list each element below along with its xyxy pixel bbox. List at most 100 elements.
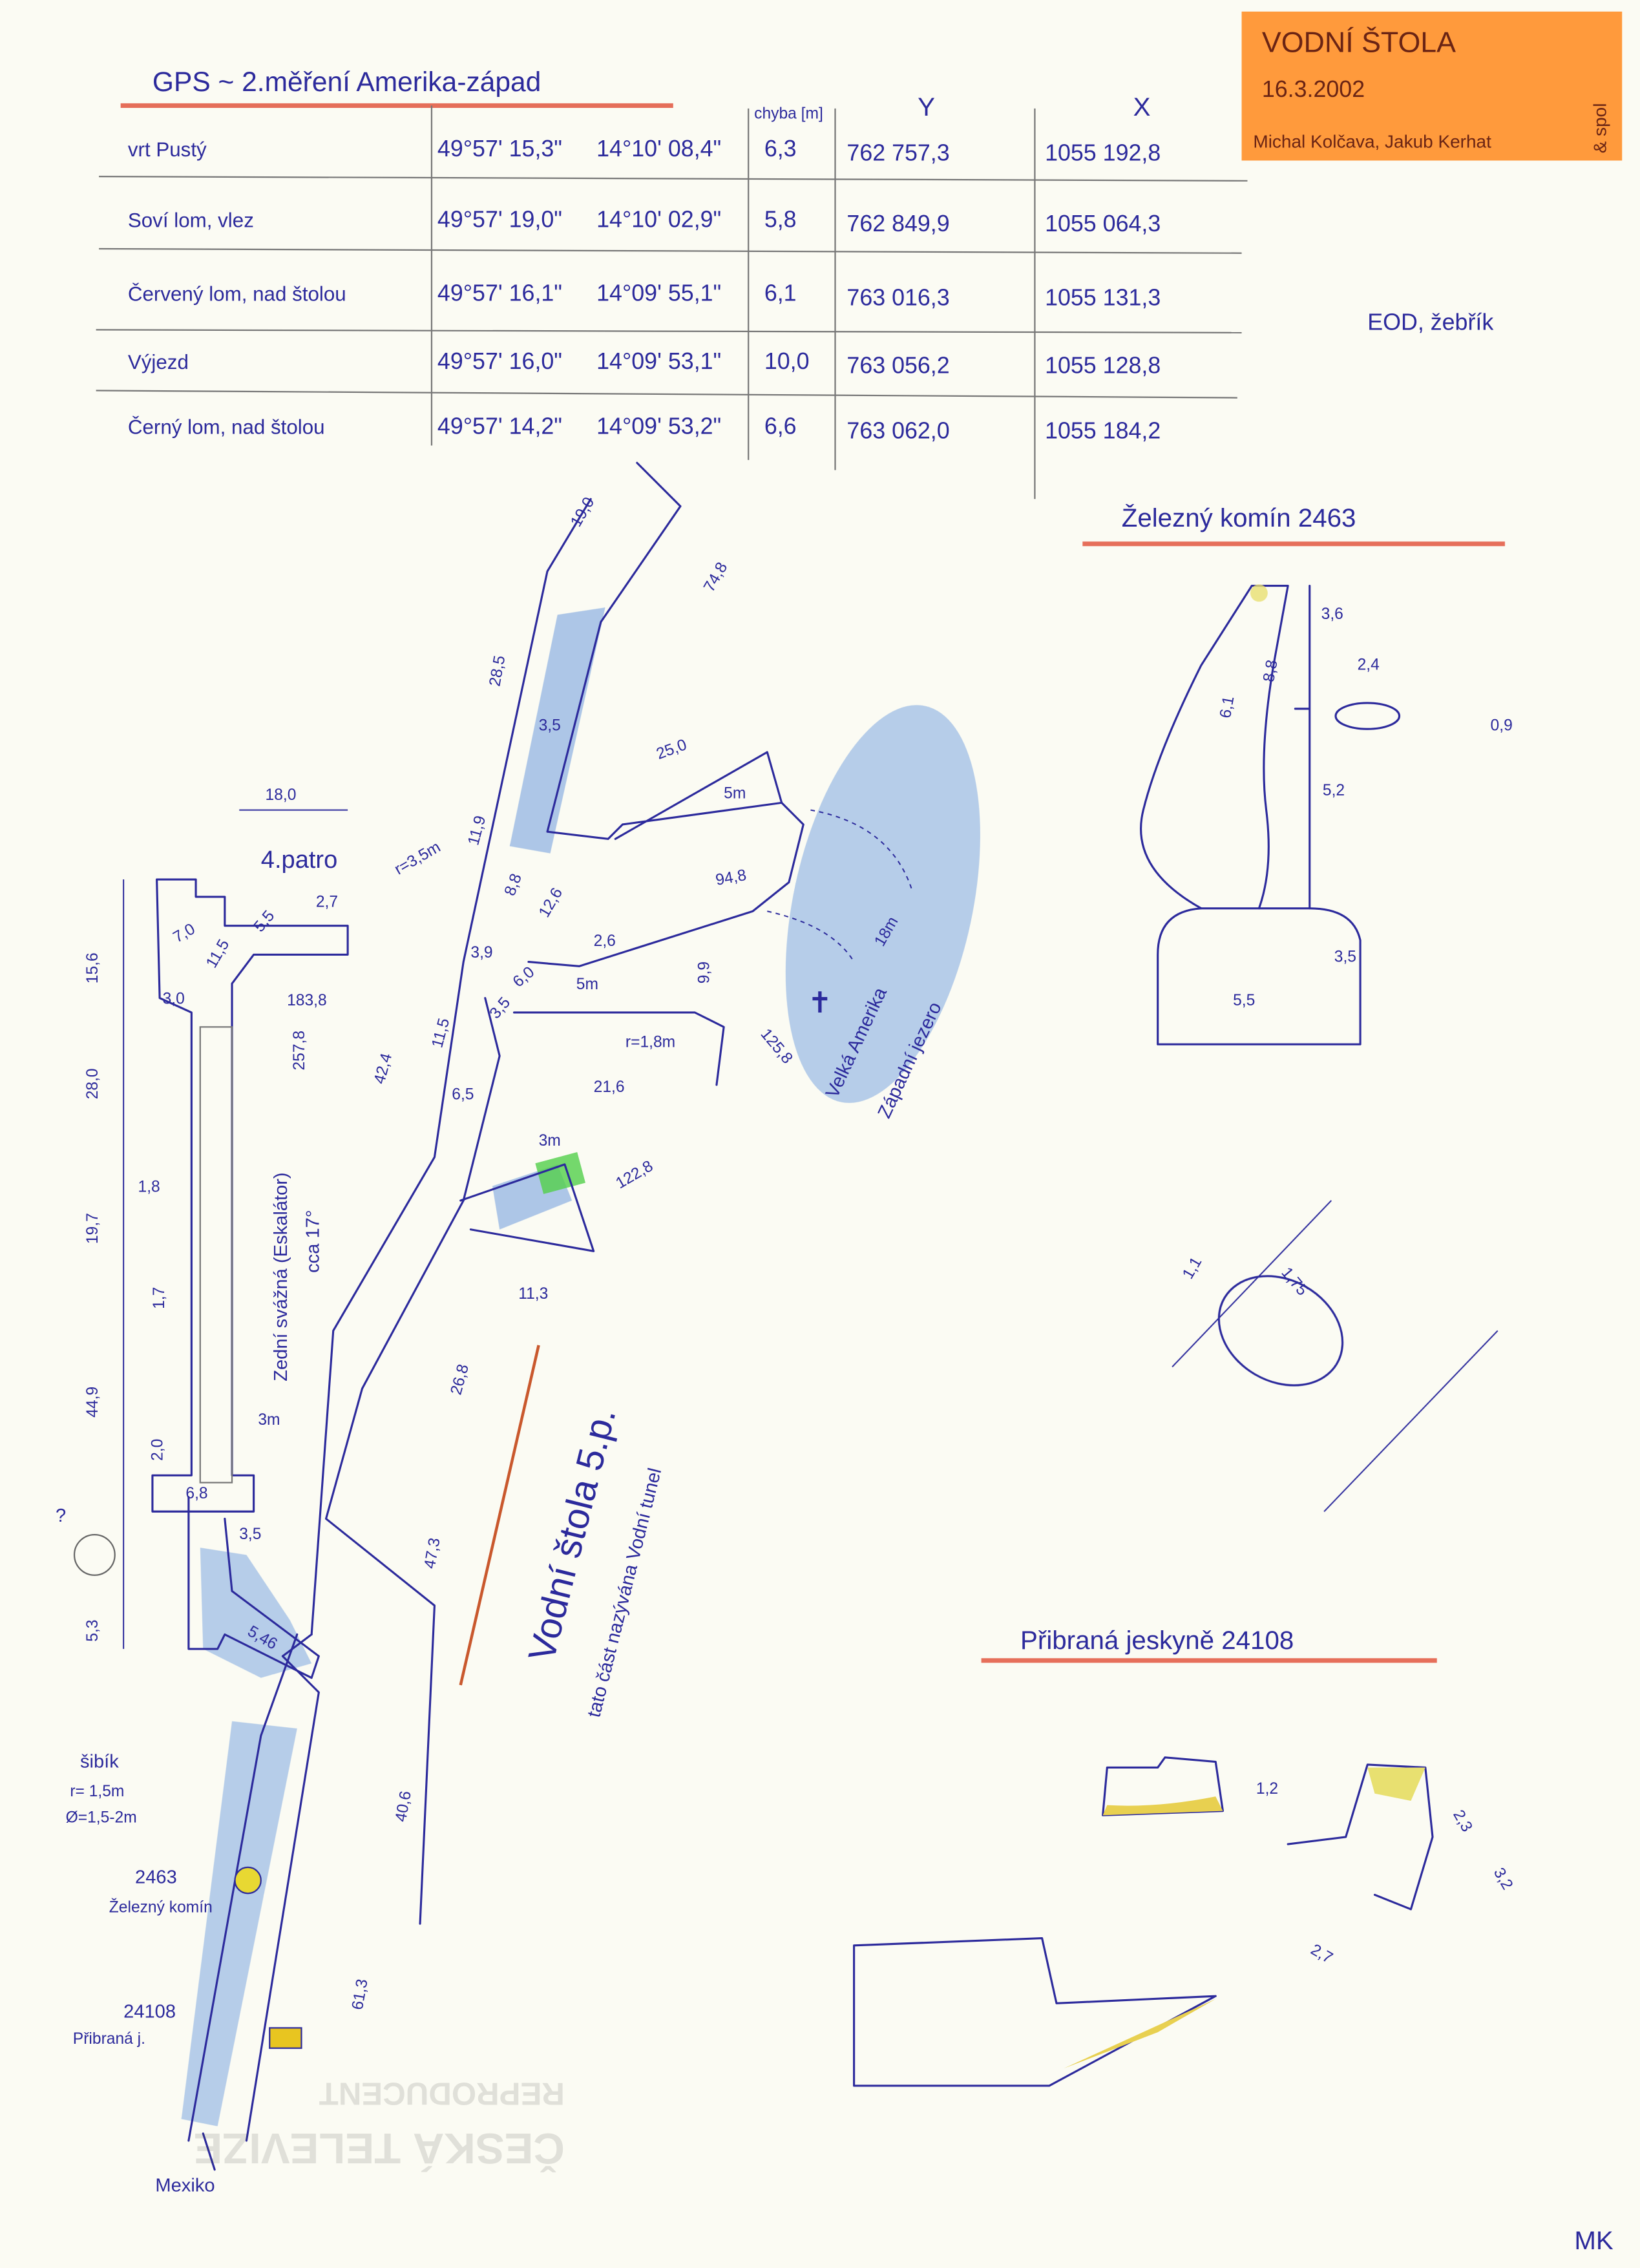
cell-lon: 14°09' 53,1" bbox=[596, 348, 721, 374]
dimension-label: 3m bbox=[258, 1411, 280, 1429]
table-row: Soví lom, vlez 49°57' 19,0" 14°10' 02,9" 5,… bbox=[128, 206, 1161, 236]
dimension-label: 15,6 bbox=[84, 952, 101, 983]
label-background bbox=[1241, 11, 1623, 161]
dimension-label: 3,9 bbox=[470, 944, 492, 961]
cell-lon: 14°10' 02,9" bbox=[596, 206, 721, 232]
cell-name: Červený lom, nad štolou bbox=[128, 283, 346, 306]
cell-lon: 14°09' 55,1" bbox=[596, 280, 721, 306]
dimension-label: r=1,8m bbox=[626, 1034, 675, 1051]
cell-x: 1055 192,8 bbox=[1045, 140, 1161, 165]
tunnel-outlines bbox=[123, 461, 804, 2171]
cell-x: 1055 184,2 bbox=[1045, 417, 1161, 443]
dimension-label: 183,8 bbox=[287, 992, 327, 1009]
profile-sketch bbox=[1172, 1200, 1498, 1512]
dimension-label: 5,5 bbox=[1233, 992, 1255, 1009]
green-marker bbox=[535, 1151, 585, 1194]
cell-y: 762 757,3 bbox=[846, 140, 949, 165]
shaft-label: šibík bbox=[80, 1751, 119, 1772]
cell-name: Soví lom, vlez bbox=[128, 209, 254, 231]
cell-name: Černý lom, nad štolou bbox=[128, 416, 325, 439]
dimension-label: 19,7 bbox=[84, 1213, 101, 1244]
chimney-number: 2463 bbox=[135, 1867, 177, 1888]
tunnel-underline bbox=[459, 1345, 540, 1686]
cell-lon: 14°09' 53,2" bbox=[596, 414, 721, 439]
header-error: chyba [m] bbox=[754, 105, 823, 123]
watermark: REPRODUCENT ČESKÁ TELEVIZE bbox=[193, 2075, 564, 2172]
dimension-label: 3,5 bbox=[539, 717, 561, 734]
lake-branches bbox=[614, 751, 913, 963]
dimension-label: 3,5 bbox=[1334, 949, 1356, 966]
dimension-label: 9,9 bbox=[696, 961, 713, 983]
watermark-line1: REPRODUCENT bbox=[319, 2075, 565, 2111]
label-title: VODNÍ ŠTOLA bbox=[1262, 26, 1456, 59]
level-label: 4.patro bbox=[261, 846, 337, 874]
dimension-label: 1,7 bbox=[151, 1287, 168, 1309]
label-date: 16.3.2002 bbox=[1262, 76, 1365, 102]
escalator-steps bbox=[199, 1026, 233, 1484]
cave-number: 24108 bbox=[123, 2002, 176, 2022]
cell-lon: 14°10' 08,4" bbox=[596, 136, 721, 162]
dimension-label: 6,1 bbox=[1217, 695, 1238, 719]
cell-lat: 49°57' 15,3" bbox=[437, 136, 562, 162]
cell-x: 1055 131,3 bbox=[1045, 284, 1161, 310]
dimension-label: 21,6 bbox=[594, 1078, 625, 1096]
dimension-label: 2,6 bbox=[594, 932, 616, 950]
dimension-label: 2,4 bbox=[1358, 656, 1380, 673]
cave-section-title: Přibraná jeskyně 24108 bbox=[1020, 1626, 1294, 1655]
cell-error: 5,8 bbox=[764, 206, 797, 232]
dimension-label: 2,0 bbox=[149, 1439, 167, 1461]
dimension-label: 6,8 bbox=[185, 1485, 207, 1502]
dimension-label: 5m bbox=[576, 976, 598, 993]
shaft-radius: r= 1,5m bbox=[70, 1783, 124, 1800]
dimension-label: 18,0 bbox=[266, 786, 297, 804]
cell-lat: 49°57' 16,0" bbox=[437, 348, 562, 374]
dimension-label: 0,9 bbox=[1491, 717, 1513, 734]
lake-cross-icon: ✝ bbox=[808, 987, 832, 1019]
dimension-label: 3,0 bbox=[163, 991, 185, 1008]
cave-section: Přibraná jeskyně 24108 bbox=[853, 1626, 1437, 2087]
cell-x: 1055 064,3 bbox=[1045, 211, 1161, 236]
cell-name: vrt Pustý bbox=[128, 138, 207, 161]
chimney-section: Železný komín 2463 bbox=[1082, 503, 1505, 1045]
dimension-label: 3,6 bbox=[1321, 605, 1343, 623]
survey-target-icon bbox=[73, 1533, 116, 1576]
cell-name: Výjezd bbox=[128, 351, 189, 373]
incline-label: Zední svážná (Eskalátor) bbox=[271, 1172, 291, 1381]
gps-table: GPS ~ 2.měření Amerika-západ chyba [m] Y… bbox=[96, 67, 1493, 499]
table-row: Červený lom, nad štolou 49°57' 16,1" 14°09… bbox=[128, 280, 1161, 311]
dimension-label: 11,3 bbox=[518, 1285, 548, 1303]
cell-y: 763 016,3 bbox=[846, 284, 949, 310]
cell-lat: 49°57' 19,0" bbox=[437, 206, 562, 232]
cell-error: 6,1 bbox=[764, 280, 797, 306]
dimension-label: 6,5 bbox=[452, 1086, 474, 1103]
cell-error: 6,3 bbox=[764, 136, 797, 162]
label-authors: Michal Kolčava, Jakub Kerhat bbox=[1253, 131, 1491, 151]
dimension-label: 5m bbox=[724, 785, 746, 803]
dimension-label: 3,5 bbox=[239, 1526, 261, 1543]
iron-chimney-marker bbox=[234, 1866, 262, 1895]
table-row: vrt Pustý 49°57' 15,3" 14°10' 08,4" 6,3 762 … bbox=[128, 136, 1161, 166]
chimney-name: Železný komín bbox=[109, 1898, 213, 1916]
header-x: X bbox=[1133, 92, 1151, 121]
cave-marker bbox=[269, 2027, 302, 2049]
dimension-label: 1,2 bbox=[1256, 1780, 1278, 1798]
dimension-label: 257,8 bbox=[291, 1031, 308, 1071]
dimension-label: 5,2 bbox=[1323, 782, 1345, 799]
table-row: Černý lom, nad štolou 49°57' 14,2" 14°09' … bbox=[128, 414, 1161, 444]
title-label: VODNÍ ŠTOLA 16.3.2002 Michal Kolčava, Ja… bbox=[1241, 11, 1623, 161]
incline-angle: cca 17° bbox=[302, 1210, 323, 1273]
cell-y: 763 056,2 bbox=[846, 353, 949, 379]
dimension-label: 5,3 bbox=[84, 1620, 101, 1642]
shaft-diameter: Ø=1,5-2m bbox=[66, 1809, 137, 1827]
gps-table-title: GPS ~ 2.měření Amerika-západ bbox=[152, 67, 541, 98]
cell-y: 763 062,0 bbox=[846, 417, 949, 443]
watermark-line2: ČESKÁ TELEVIZE bbox=[193, 2124, 564, 2172]
cell-error: 6,6 bbox=[764, 414, 797, 439]
note-eod-ladder: EOD, žebřík bbox=[1367, 309, 1493, 335]
cell-lat: 49°57' 16,1" bbox=[437, 280, 562, 306]
question-mark: ? bbox=[56, 1506, 66, 1526]
cell-lat: 49°57' 14,2" bbox=[437, 414, 562, 439]
cell-y: 762 849,9 bbox=[846, 211, 949, 236]
